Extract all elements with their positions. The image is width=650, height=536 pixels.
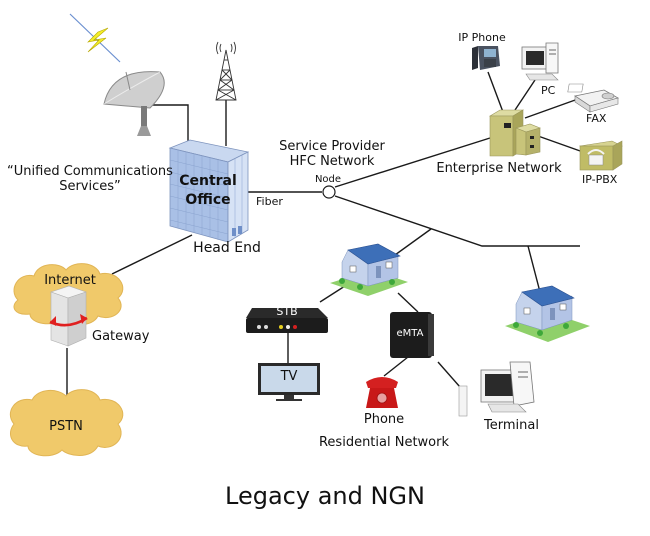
trunk-to-house-2-link — [527, 245, 541, 293]
terminal-label: Terminal — [484, 418, 539, 433]
unified-communications-line1: “Unified Communications — [7, 164, 173, 179]
fiber-label: Fiber — [256, 195, 283, 208]
pbx-to-switch-link — [537, 135, 584, 153]
node-to-residential-trunk — [334, 195, 580, 247]
red-telephone-icon — [366, 377, 398, 408]
ip-pbx-label: IP-PBX — [582, 173, 618, 186]
enterprise-server-icon — [488, 109, 541, 157]
node-label: Node — [314, 174, 342, 185]
house-2-icon — [505, 285, 590, 342]
ip-phone-icon — [472, 46, 500, 70]
emta-to-terminal-link — [437, 361, 461, 388]
head-end-label: Head End — [193, 240, 261, 256]
connections — [66, 71, 584, 398]
ip-pbx-icon — [578, 140, 624, 171]
terminal-pc-icon — [458, 361, 535, 417]
central-office-line2: Office — [185, 192, 231, 208]
emta-label: eMTA — [396, 328, 424, 339]
trunk-to-house-1-link — [394, 228, 432, 256]
enterprise-network-label: Enterprise Network — [436, 161, 562, 176]
emta-icon — [390, 312, 434, 358]
node-to-enterprise-link — [334, 137, 491, 188]
set-top-box-icon — [246, 308, 328, 333]
pstn-cloud-icon — [9, 389, 124, 457]
office-to-internet-link — [111, 234, 193, 275]
tv-icon — [258, 363, 320, 401]
house-1-icon — [330, 243, 408, 296]
dish-to-office-link — [148, 104, 189, 143]
stb-label: STB — [276, 305, 298, 318]
service-provider-line1: Service Provider — [279, 139, 385, 154]
tv-label: TV — [280, 369, 298, 384]
pc-label: PC — [541, 84, 556, 97]
radio-tower-icon — [215, 41, 237, 101]
house-to-emta-link — [397, 292, 419, 313]
gateway-icon — [49, 285, 88, 347]
house-to-stb-link — [319, 285, 346, 303]
gateway-label: Gateway — [92, 329, 150, 344]
lightning-bolt-icon — [69, 13, 121, 63]
hfc-node-icon — [322, 185, 336, 199]
fax-label: FAX — [586, 112, 607, 125]
central-office-building-icon — [168, 139, 250, 243]
unified-communications-label: “Unified Communications Services” — [7, 164, 173, 195]
service-provider-label: Service Provider HFC Network — [279, 139, 385, 170]
pstn-label: PSTN — [49, 419, 83, 434]
ip-phone-label: IP Phone — [458, 31, 506, 44]
enterprise-pc-icon — [521, 42, 559, 81]
unified-communications-line2: Services” — [59, 178, 121, 194]
service-provider-line2: HFC Network — [289, 153, 375, 169]
ip-phone-to-switch-link — [487, 71, 504, 113]
satellite-dish-icon — [103, 71, 165, 136]
residential-network-label: Residential Network — [318, 435, 450, 450]
pc-to-switch-link — [514, 79, 536, 111]
diagram-caption: Legacy and NGN — [225, 482, 425, 510]
central-office-label: Central Office — [179, 172, 237, 210]
fax-machine-icon — [567, 83, 620, 113]
fax-to-switch-link — [524, 98, 579, 119]
emta-to-phone-link — [383, 356, 409, 377]
phone-label: Phone — [363, 412, 405, 427]
internet-label: Internet — [44, 273, 96, 288]
central-office-line1: Central — [179, 173, 237, 189]
